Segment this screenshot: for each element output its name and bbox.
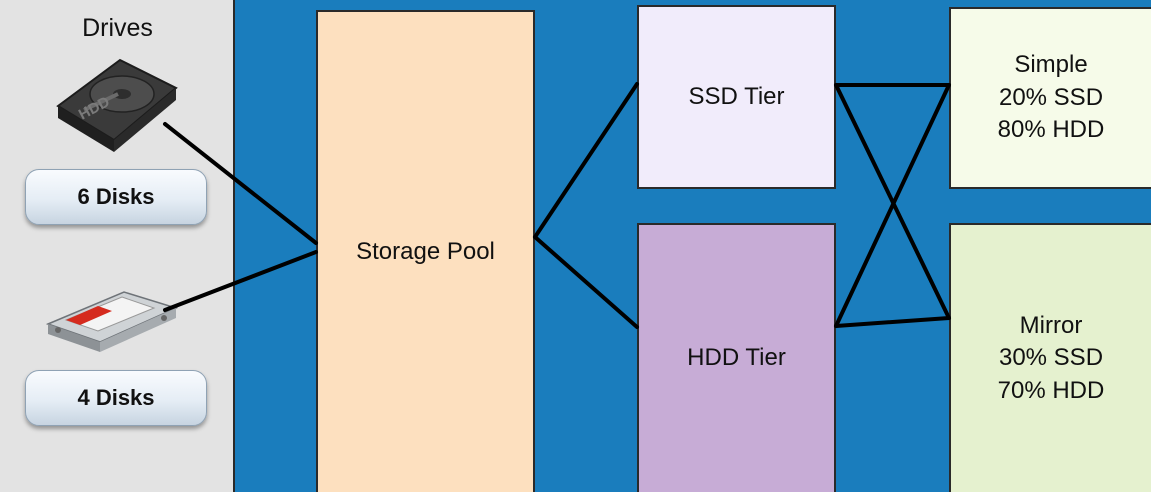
simple-layout-box: Simple 20% SSD 80% HDD: [949, 7, 1151, 189]
mirror-layout-name: Mirror: [1019, 311, 1083, 339]
storage-pool-label: Storage Pool: [356, 237, 495, 265]
ssd-drive-icon: [45, 291, 179, 352]
mirror-layout-hdd: 70% HDD: [997, 376, 1105, 404]
hdd-count-badge: 6 Disks: [25, 169, 207, 225]
ssd-tier-label: SSD Tier: [688, 82, 785, 110]
simple-layout-name: Simple: [1014, 51, 1088, 79]
hdd-drive-icon: HDD: [56, 58, 178, 152]
simple-layout-hdd: 80% HDD: [997, 116, 1105, 144]
pool-to-hdd-tier-line: [533, 235, 639, 329]
hdd-tier-label: HDD Tier: [687, 344, 786, 372]
storage-pool-box: Storage Pool: [316, 10, 535, 492]
simple-layout-ssd: 20% SSD: [998, 83, 1104, 111]
hdd-tier-to-simple-line: [834, 83, 951, 328]
ssd-tier-box: SSD Tier: [637, 5, 836, 189]
hdd-tier-to-mirror-line: [834, 316, 951, 328]
pool-to-ssd-tier-line: [533, 82, 639, 239]
drives-title: Drives: [82, 14, 153, 42]
ssd-tier-to-mirror-line: [834, 83, 951, 320]
ssd-count-badge: 4 Disks: [25, 370, 207, 426]
mirror-layout-ssd: 30% SSD: [998, 344, 1104, 372]
mirror-layout-box: Mirror 30% SSD 70% HDD: [949, 223, 1151, 492]
hdd-tier-box: HDD Tier: [637, 223, 836, 492]
